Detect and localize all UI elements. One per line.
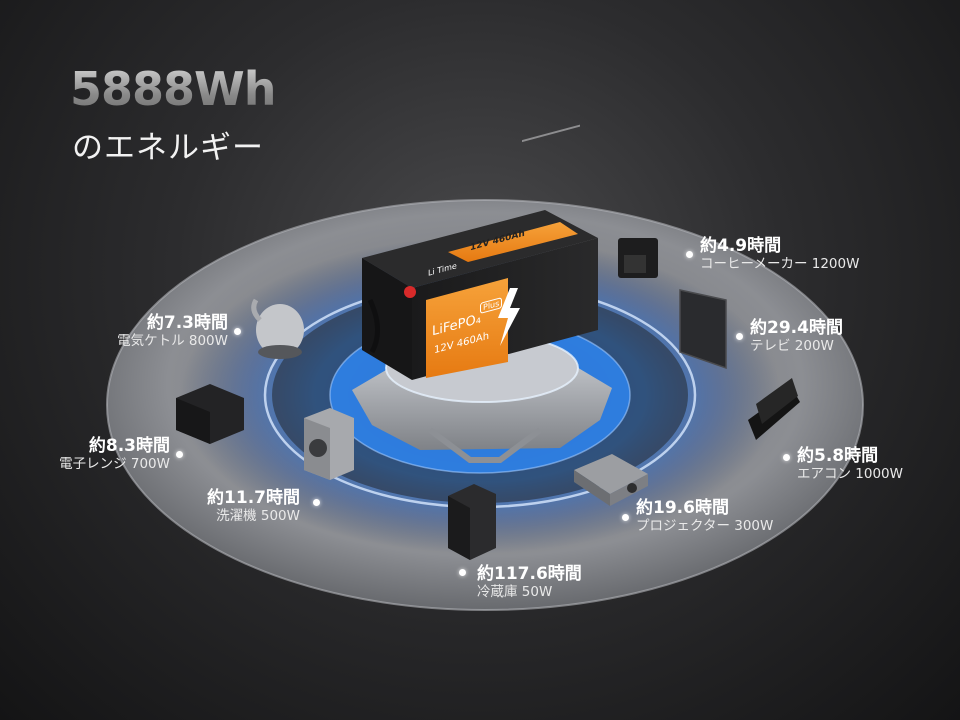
microwave-illustration: [176, 384, 244, 444]
microwave-dot: [176, 451, 183, 458]
kettle-label: 約7.3時間 電気ケトル 800W: [80, 313, 228, 350]
air-conditioner-dot: [783, 454, 790, 461]
coffee-maker-dot: [686, 251, 693, 258]
washing-machine-label: 約11.7時間 洗濯機 500W: [180, 488, 300, 525]
coffee-maker-hours: 約4.9時間: [700, 236, 782, 256]
air-conditioner-device: エアコン 1000W: [797, 466, 903, 483]
coffee-maker-illustration: [618, 238, 658, 278]
tv-dot: [736, 333, 743, 340]
projector-dot: [622, 514, 629, 521]
refrigerator-device: 冷蔵庫 50W: [477, 584, 553, 601]
washing-machine-illustration: [304, 408, 354, 480]
kettle-hours: 約7.3時間: [146, 313, 228, 333]
energy-subtitle: のエネルギー: [72, 130, 264, 166]
kettle-illustration: [251, 298, 304, 359]
battery: [362, 124, 598, 380]
air-conditioner-hours: 約5.8時間: [797, 446, 879, 466]
washing-machine-dot: [313, 499, 320, 506]
microwave-device: 電子レンジ 700W: [59, 456, 170, 473]
tv-illustration: [679, 289, 727, 370]
air-conditioner-label: 約5.8時間 エアコン 1000W: [797, 446, 903, 483]
projector-illustration: [574, 454, 648, 506]
projector-device: プロジェクター 300W: [636, 518, 774, 535]
capacity-headline: 5888Wh: [70, 62, 277, 116]
refrigerator-illustration: [448, 484, 496, 560]
coffee-maker-device: コーヒーメーカー 1200W: [700, 256, 860, 273]
refrigerator-hours: 約117.6時間: [477, 564, 582, 584]
tv-hours: 約29.4時間: [750, 318, 843, 338]
coffee-maker-label: 約4.9時間 コーヒーメーカー 1200W: [700, 236, 859, 273]
refrigerator-dot: [459, 569, 466, 576]
air-conditioner-illustration: [748, 378, 800, 440]
microwave-label: 約8.3時間 電子レンジ 700W: [30, 436, 170, 473]
kettle-device: 電気ケトル 800W: [117, 333, 228, 350]
kettle-dot: [234, 328, 241, 335]
projector-label: 約19.6時間 プロジェクター 300W: [636, 498, 773, 535]
battery-brand-li: Li: [428, 267, 435, 278]
tv-device: テレビ 200W: [750, 338, 834, 355]
projector-hours: 約19.6時間: [636, 498, 729, 518]
refrigerator-label: 約117.6時間 冷蔵庫 50W: [477, 564, 582, 601]
washing-machine-device: 洗濯機 500W: [216, 508, 300, 525]
washing-machine-hours: 約11.7時間: [207, 488, 300, 508]
microwave-hours: 約8.3時間: [88, 436, 170, 456]
tv-label: 約29.4時間 テレビ 200W: [750, 318, 843, 355]
